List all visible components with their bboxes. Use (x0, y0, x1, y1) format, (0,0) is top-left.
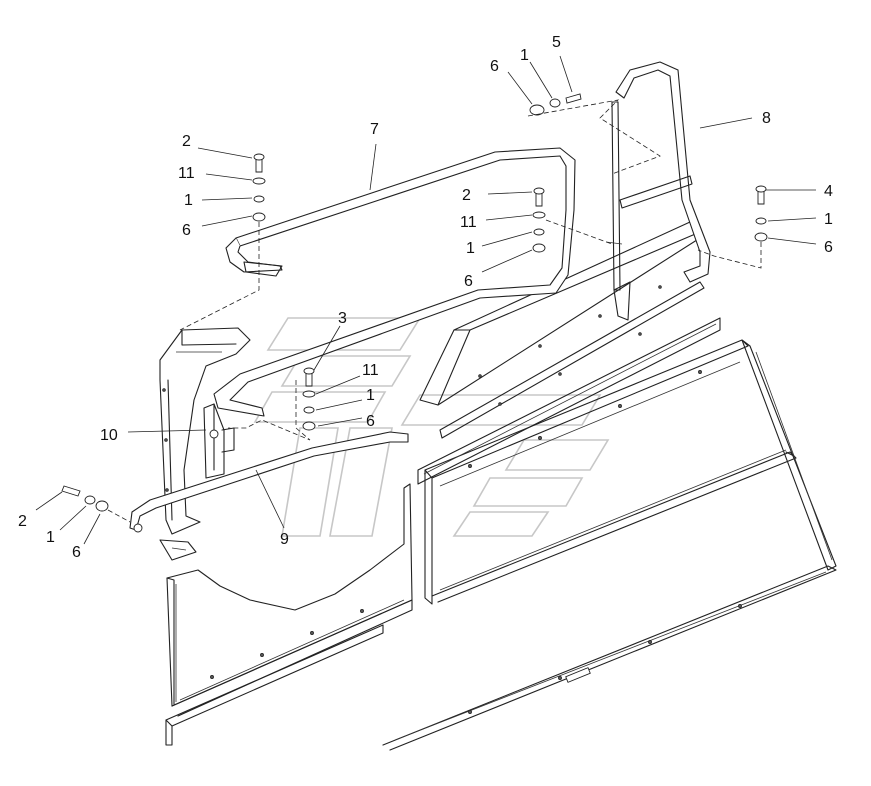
callout-label: 6 (72, 544, 81, 561)
grab-handle-9 (129, 431, 409, 533)
callout-label: 1 (184, 192, 193, 209)
callout-label: 6 (464, 273, 473, 290)
leader-lines (35, 55, 817, 545)
callout-label: 1 (824, 211, 833, 228)
callout-label: 10 (100, 427, 118, 444)
hardware-stack-lower-left (61, 485, 131, 523)
callout-label: 6 (490, 58, 499, 75)
callout-label: 7 (370, 121, 379, 138)
callout-label: 4 (824, 183, 833, 200)
lower-panel (165, 483, 413, 746)
callout-label: 1 (46, 529, 55, 546)
callout-label: 11 (362, 362, 379, 379)
hardware-stack-left (179, 153, 266, 331)
callout-label: 2 (462, 187, 471, 204)
callout-label: 11 (178, 165, 195, 182)
callout-label: 1 (466, 240, 475, 257)
side-panel-frame (382, 339, 837, 751)
callout-label: 1 (366, 387, 375, 404)
callout-label: 2 (18, 513, 27, 530)
callout-label: 11 (460, 214, 477, 231)
hardware-stack-right (697, 185, 768, 269)
callout-label: 9 (280, 531, 289, 548)
bracket-10 (203, 403, 235, 479)
watermark-logo (253, 317, 610, 537)
hardware-stack-top (527, 93, 661, 175)
callout-labels: 6 1 5 8 7 2 11 1 6 2 11 1 6 4 1 6 3 11 1… (18, 34, 833, 561)
grab-handle-8 (615, 61, 711, 283)
callout-label: 2 (182, 133, 191, 150)
hardware-stack-middle (228, 367, 316, 441)
callout-label: 6 (824, 239, 833, 256)
callout-label: 6 (366, 413, 375, 430)
handrail-7 (213, 147, 576, 417)
hardware-stack-center (532, 187, 613, 253)
callout-label: 8 (762, 110, 771, 127)
callout-label: 1 (520, 47, 529, 64)
callout-label: 5 (552, 34, 561, 51)
callout-label: 3 (338, 310, 347, 327)
callout-label: 6 (182, 222, 191, 239)
vertical-strut (605, 101, 631, 321)
small-bracket (159, 539, 197, 561)
